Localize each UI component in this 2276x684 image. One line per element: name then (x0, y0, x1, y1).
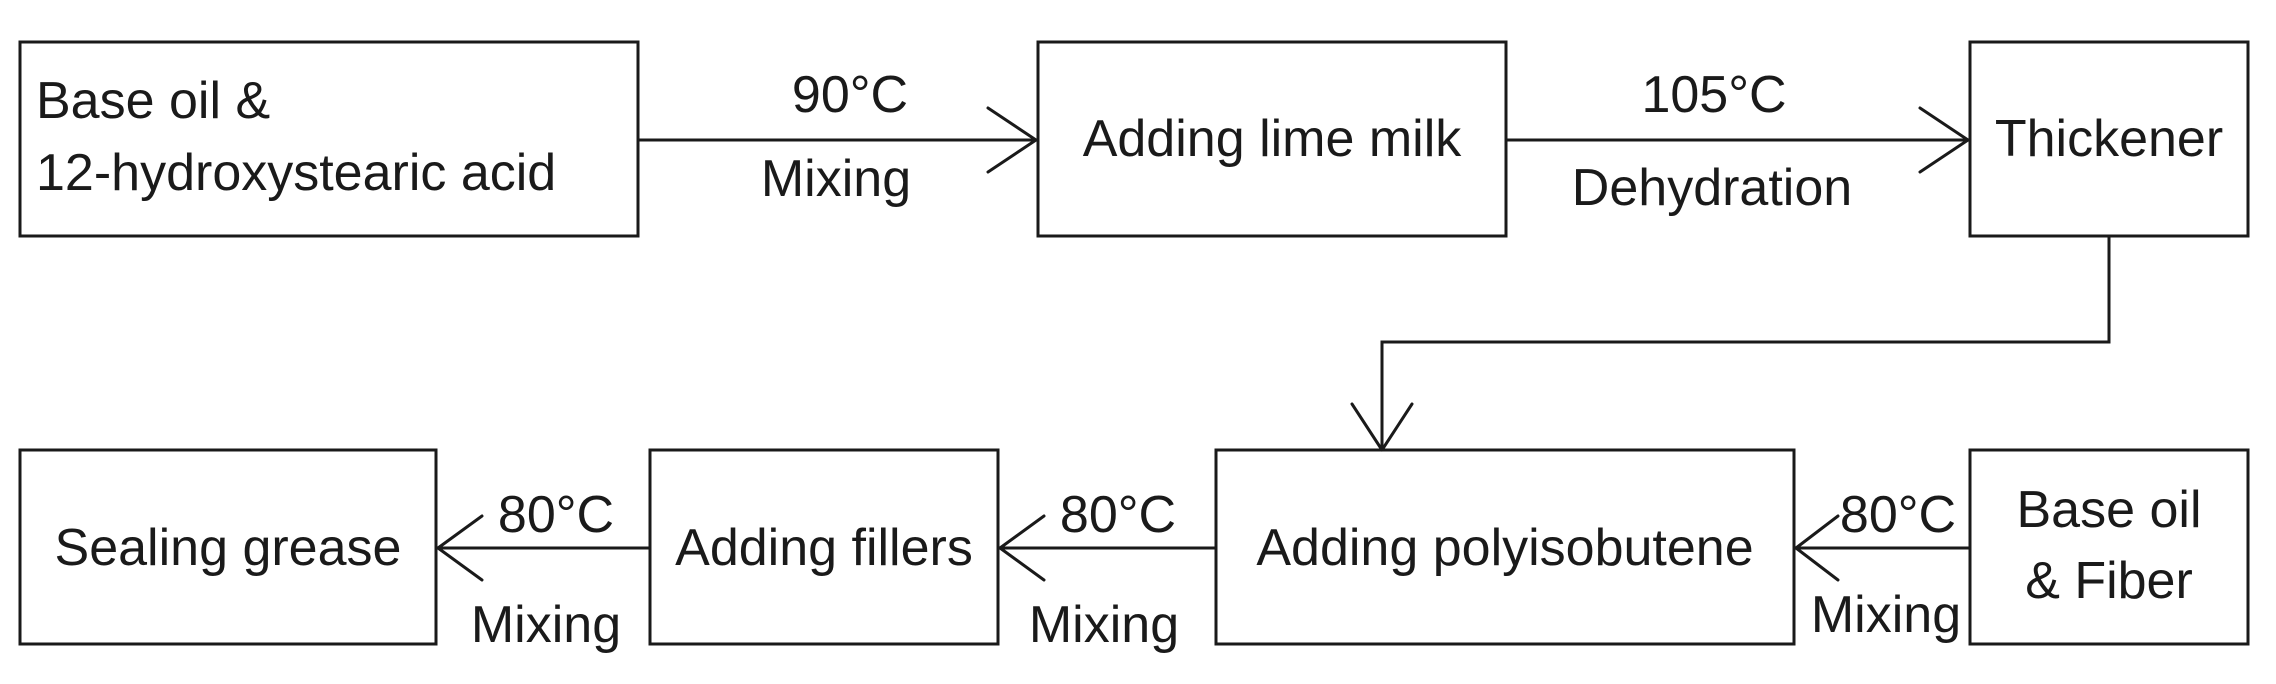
arrow-mixing-fillers-80-process: Mixing (1029, 596, 1179, 654)
node-polyisobutene: Adding polyisobutene (1214, 448, 1796, 646)
node-sealing-grease-label: Sealing grease (55, 519, 402, 577)
node-sealing-grease: Sealing grease (18, 448, 438, 646)
arrow-mixing-90: 90°C Mixing (638, 66, 1038, 208)
node-base-oil-fiber: Base oil & Fiber (1968, 448, 2250, 646)
arrow-mixing-final-80-process: Mixing (471, 596, 621, 654)
node-lime-milk-label: Adding lime milk (1083, 110, 1463, 168)
node-base-oil-fiber-line1: Base oil (2017, 481, 2202, 539)
node-base-oil-acid-line1: Base oil & (36, 72, 270, 130)
arrow-mixing-fillers-80-temp: 80°C (1060, 486, 1176, 544)
node-fillers: Adding fillers (648, 448, 1000, 646)
node-lime-milk: Adding lime milk (1036, 40, 1508, 238)
arrow-mixing-fiber-80-temp: 80°C (1840, 486, 1956, 544)
arrow-dehydration-105-process: Dehydration (1572, 159, 1852, 217)
arrow-mixing-fillers-80: 80°C Mixing (998, 486, 1216, 654)
arrow-mixing-90-temp: 90°C (792, 66, 908, 124)
node-base-oil-fiber-line2: & Fiber (2025, 552, 2193, 610)
node-fillers-label: Adding fillers (675, 519, 973, 577)
arrow-thickener-to-polyisobutene (1350, 236, 2111, 452)
arrow-mixing-final-80: 80°C Mixing (436, 486, 650, 654)
node-base-oil-acid-line2: 12-hydroxystearic acid (36, 144, 556, 202)
node-base-oil-acid: Base oil & 12-hydroxystearic acid (18, 40, 640, 238)
arrow-dehydration-105: 105°C Dehydration (1506, 66, 1970, 217)
arrow-mixing-90-process: Mixing (761, 150, 911, 208)
node-thickener: Thickener (1968, 40, 2250, 238)
arrow-dehydration-105-temp: 105°C (1641, 66, 1786, 124)
arrow-mixing-final-80-temp: 80°C (498, 486, 614, 544)
arrow-mixing-fiber-80: 80°C Mixing (1794, 486, 1970, 644)
node-polyisobutene-label: Adding polyisobutene (1256, 519, 1753, 577)
node-thickener-label: Thickener (1995, 110, 2223, 168)
arrow-mixing-fiber-80-process: Mixing (1811, 586, 1961, 644)
